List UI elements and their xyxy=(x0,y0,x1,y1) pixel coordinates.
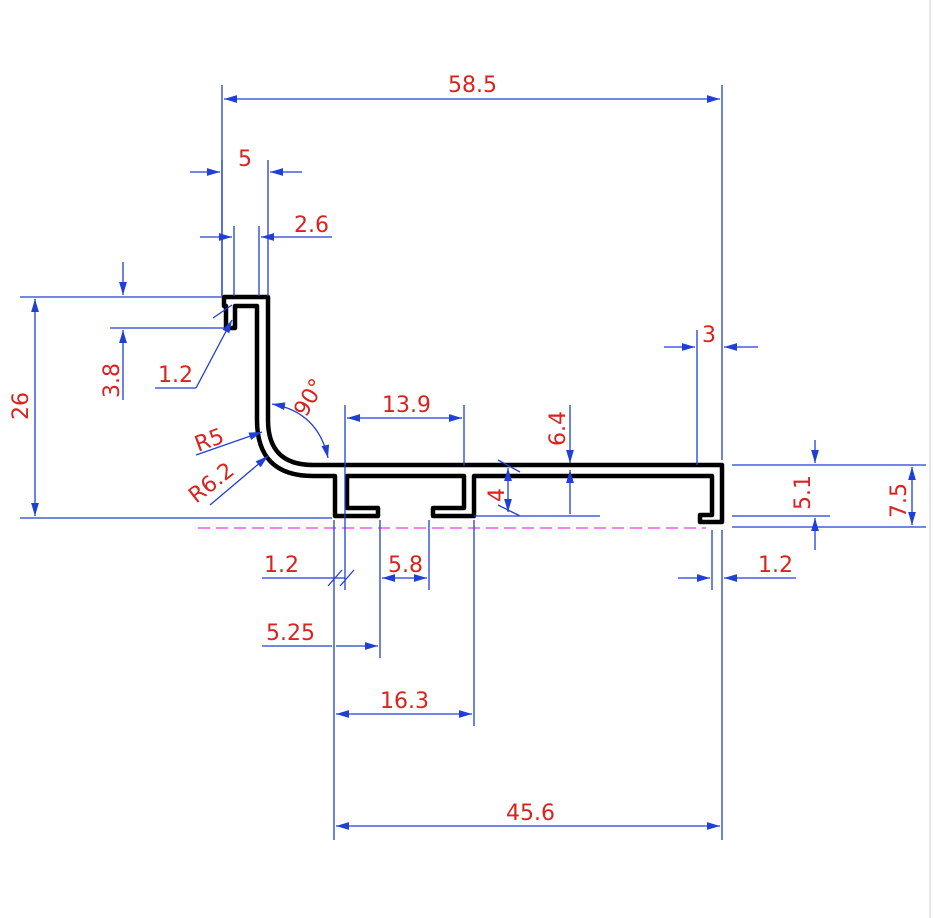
dim-inner-radius-label: R5 xyxy=(192,424,228,458)
dim-wall-thickness-label: 2.6 xyxy=(294,213,329,238)
dim-end-thickness-label: 3 xyxy=(702,323,716,348)
dim-foot-thickness-label: 1.2 xyxy=(264,553,299,578)
dim-second-leg-offset: 16.3 xyxy=(336,520,475,726)
dim-channel-pitch: 13.9 xyxy=(344,393,465,590)
dim-overall-height-label: 26 xyxy=(9,392,34,420)
dim-overall-width-label: 58.5 xyxy=(448,73,497,98)
dim-channel-height: 4 xyxy=(485,459,521,517)
dim-second-leg-offset-label: 16.3 xyxy=(380,689,429,714)
dim-end-thickness: 3 xyxy=(664,323,758,465)
dim-channel-depth-label: 6.4 xyxy=(546,411,571,446)
dim-foot-thickness: 1.2 xyxy=(262,520,355,840)
dim-bend-angle-label: 90° xyxy=(290,375,331,421)
dim-top-lip-thickness: 1.2 xyxy=(155,304,233,389)
dim-slot-opening: 5.8 xyxy=(379,520,430,658)
dim-top-lip-width-label: 5 xyxy=(238,147,252,172)
dim-wall-thickness: 2.6 xyxy=(200,213,332,296)
dim-top-lip-thickness-label: 1.2 xyxy=(158,363,193,388)
dim-end-inner-height-label: 5.1 xyxy=(791,475,816,510)
dim-end-outer-height: 7.5 xyxy=(732,464,926,528)
dim-channel-pitch-label: 13.9 xyxy=(382,393,431,418)
dim-top-return-height: 3.8 xyxy=(100,262,226,400)
dim-slot-opening-label: 5.8 xyxy=(388,553,423,578)
dim-first-leg-offset-label: 5.25 xyxy=(266,621,315,646)
dim-outer-radius-label: R6.2 xyxy=(184,458,239,509)
dim-base-width: 45.6 xyxy=(336,530,723,840)
dim-end-outer-height-label: 7.5 xyxy=(887,483,912,518)
dim-inner-radius: R5 xyxy=(192,424,263,458)
dim-bend-angle: 90° xyxy=(271,375,331,459)
dim-top-lip-width: 5 xyxy=(190,147,302,296)
dim-channel-depth: 6.4 xyxy=(474,405,600,517)
dim-first-leg-offset: 5.25 xyxy=(262,621,378,650)
dim-channel-height-label: 4 xyxy=(485,488,510,502)
dim-right-lip-thickness-label: 1.2 xyxy=(758,553,793,578)
dim-top-return-height-label: 3.8 xyxy=(100,363,125,398)
dim-overall-height: 26 xyxy=(9,296,332,519)
dim-right-lip-thickness: 1.2 xyxy=(678,530,796,590)
dim-outer-radius: R6.2 xyxy=(184,455,269,509)
dim-base-width-label: 45.6 xyxy=(506,801,555,826)
dim-end-inner-height: 5.1 xyxy=(732,440,830,550)
